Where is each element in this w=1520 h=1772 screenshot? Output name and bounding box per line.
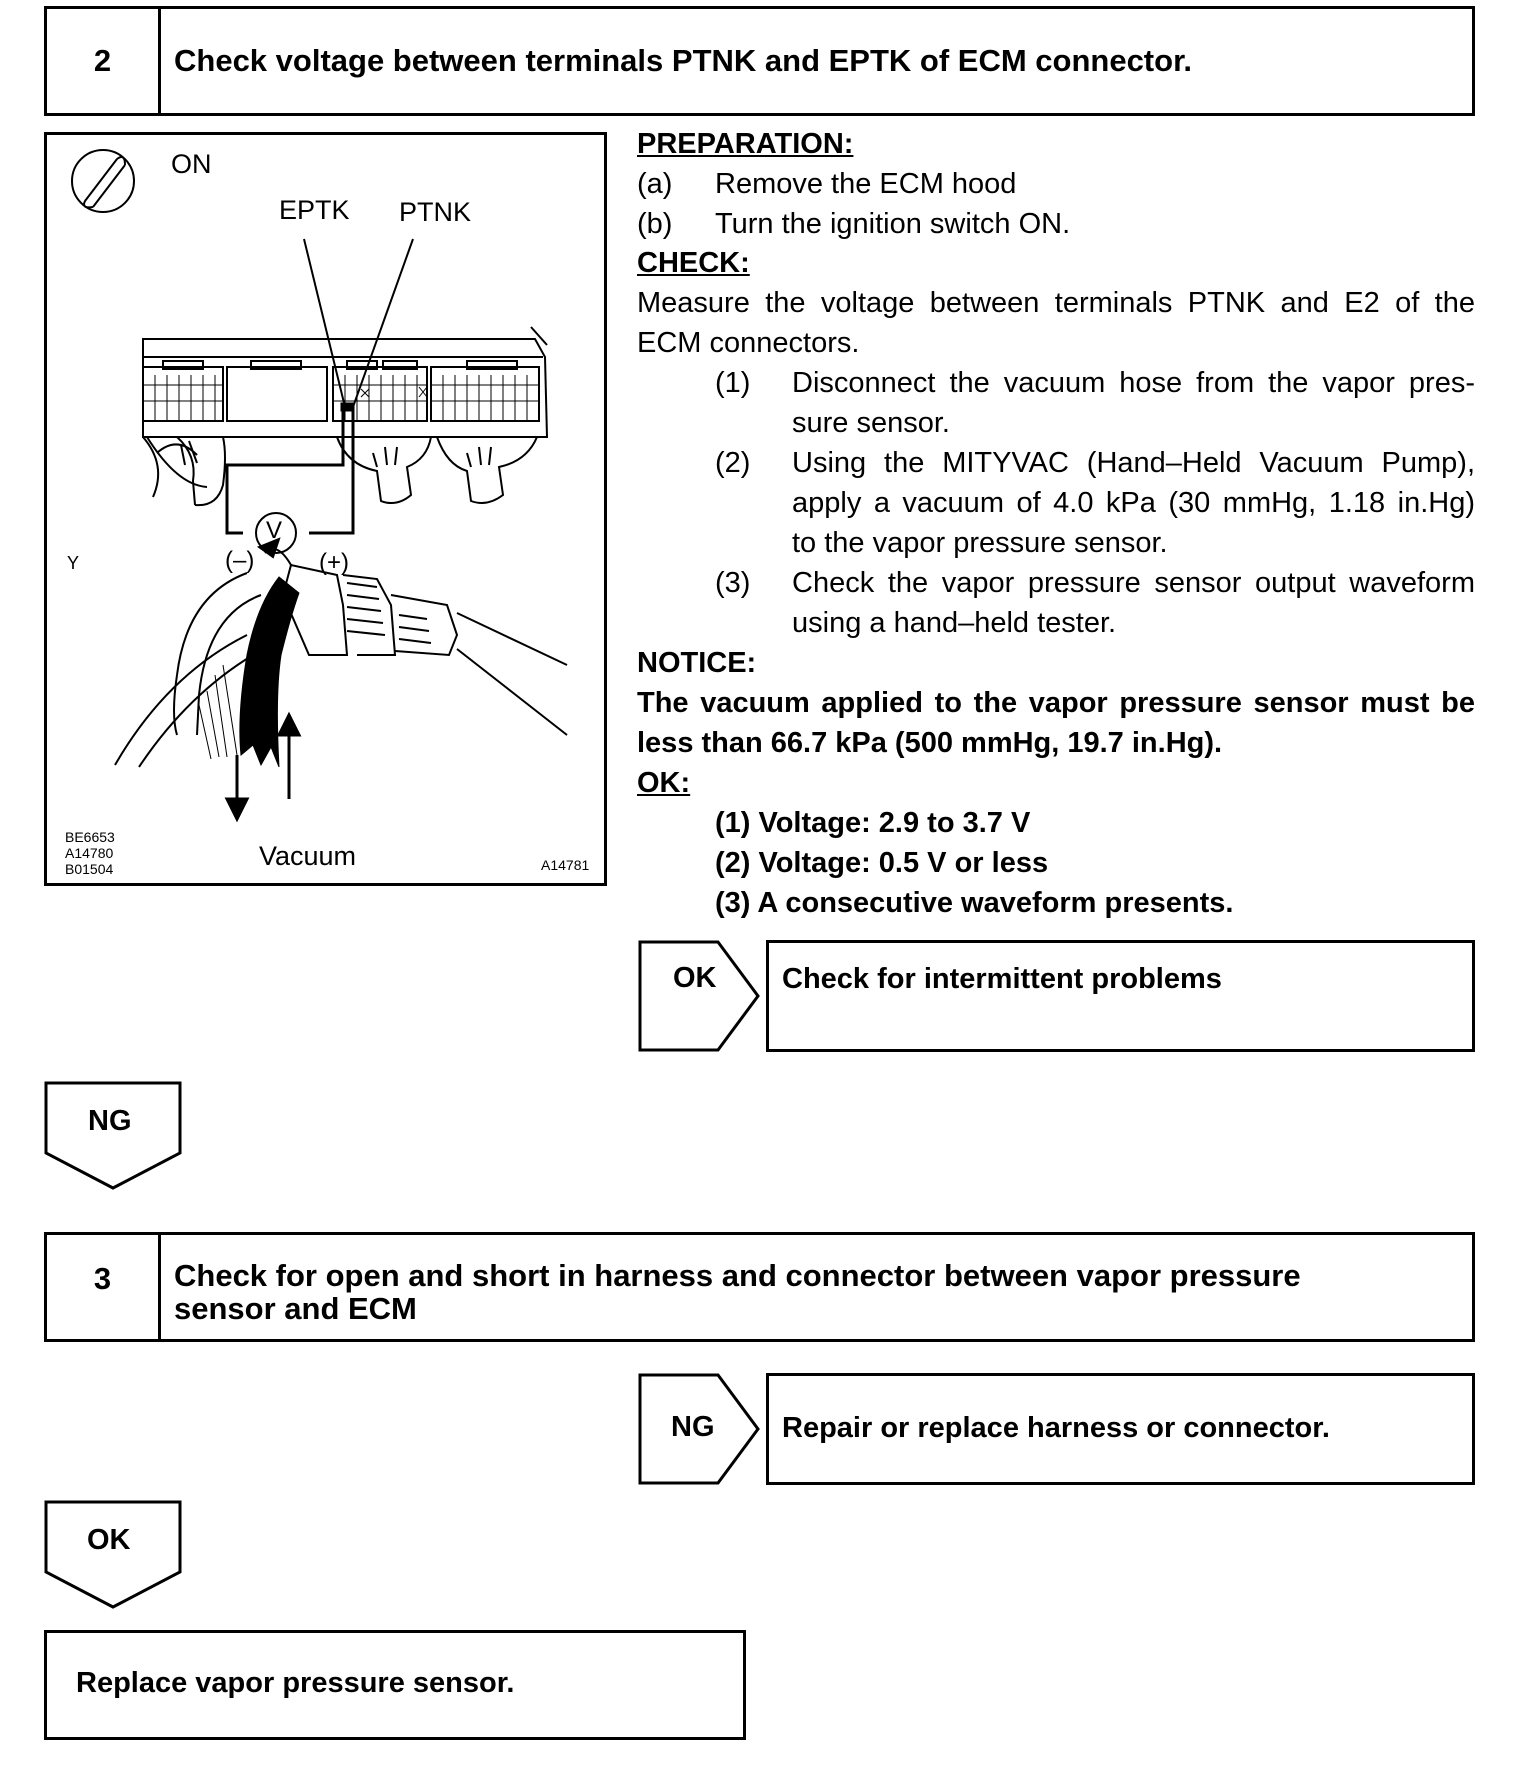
terminal-ptnk-label: PTNK [399,197,472,227]
ok-flow-label: OK [87,1524,131,1556]
figure-code-3: B01504 [65,861,114,877]
hose-hatching [198,664,238,760]
ok-heading: OK: [637,767,691,799]
ok-item-2: (2) Voltage: 0.5 V or less [715,847,1049,879]
ok-result-label: OK [673,962,717,994]
ok-result-action-box: Check for intermittent problems [766,940,1475,1052]
check-intro-line2: ECM connectors. [637,327,860,359]
figure-drawing [71,149,568,823]
terminal-eptk-label: EPTK [279,195,350,225]
notice-line1: The vacuum applied to the vapor pressure… [637,687,1475,719]
probe-minus-label: (–) [225,547,255,574]
prep-text-a: Remove the ECM hood [715,168,1017,200]
ok-flow-arrow: OK [44,1500,182,1610]
prep-marker-b: (b) [637,208,673,240]
check-step-3-line2: using a hand–held tester. [792,607,1117,639]
check-marker-3: (3) [715,567,751,599]
ng-result-label: NG [671,1411,715,1443]
vacuum-hose [239,576,300,768]
check-step-2-line3: to the vapor pressure sensor. [792,527,1168,559]
step-title: Check voltage between terminals PTNK and… [174,43,1193,78]
wiring-figure: ON EPTK PTNK V (–) (+) Y Vacuum BE6653 A… [44,132,607,886]
ok-item-1: (1) Voltage: 2.9 to 3.7 V [715,807,1031,839]
wire-harness [142,436,538,507]
prep-text-b: Turn the ignition switch ON. [715,208,1071,240]
figure-code-2: A14780 [65,845,114,861]
final-action-box: Replace vapor pressure sensor. [44,1630,746,1740]
check-marker-1: (1) [715,367,751,399]
ng-flow-arrow: NG [44,1081,182,1191]
final-action-text: Replace vapor pressure sensor. [76,1667,515,1699]
check-marker-2: (2) [715,447,751,479]
figure-code-main: A14781 [541,857,590,873]
ng-result-action: Repair or replace harness or connector. [782,1412,1330,1444]
preparation-heading: PREPARATION: [637,128,854,160]
ecm-connector [142,326,549,438]
y-label: Y [67,553,80,573]
ok-flow-arrow-shape [44,1500,182,1609]
check-step-1-line2: sure sensor. [792,407,950,439]
step-number: 2 [93,43,112,78]
check-step-2-line1: Using the MITYVAC (Hand–Held Vacuum Pump… [792,447,1475,479]
check-heading: CHECK: [637,247,750,279]
step-divider [158,9,161,113]
ignition-key-icon [71,149,135,213]
check-step-2-line2: apply a vacuum of 4.0 kPa (30 mmHg, 1.18… [792,487,1475,519]
vacuum-label: Vacuum [259,841,357,871]
step-title-line2: sensor and ECM [174,1291,417,1326]
probe-plus-label: (+) [319,549,349,576]
ok-arrow-shape [638,940,760,1052]
ok-result-arrow: OK [638,940,762,1052]
step-2-header: 2 Check voltage between terminals PTNK a… [44,6,1475,116]
prep-marker-a: (a) [637,168,673,200]
ng-result-action-box: Repair or replace harness or connector. [766,1373,1475,1485]
ng-result-arrow: NG [638,1373,762,1485]
ok-item-3: (3) A consecutive waveform presents. [715,887,1234,919]
notice-line2: less than 66.7 kPa (500 mmHg, 19.7 in.Hg… [637,727,1223,759]
step-3-header: 3 Check for open and short in harness an… [44,1232,1475,1342]
figure-code-1: BE6653 [65,829,115,845]
terminal-leaders [303,238,414,408]
check-intro-line1: Measure the voltage between terminals PT… [637,287,1475,319]
check-step-1-line1: Disconnect the vacuum hose from the vapo… [792,367,1475,399]
step-title-line1: Check for open and short in harness and … [174,1258,1301,1293]
pin-grid [143,375,539,421]
probe-wires [225,405,355,535]
ng-arrow-shape [44,1081,182,1190]
check-step-3-line1: Check the vapor pressure sensor output w… [792,567,1475,599]
ok-result-action: Check for intermittent problems [782,963,1222,995]
voltmeter-label: V [266,517,283,544]
vapor-pressure-sensor [114,537,568,768]
ng-flow-label: NG [88,1105,132,1137]
step-divider [158,1235,161,1339]
ng-result-arrow-shape [638,1373,760,1485]
vacuum-arrows [224,711,302,823]
voltmeter-icon [255,512,297,554]
notice-heading: NOTICE: [637,647,757,679]
step-number: 3 [93,1261,112,1296]
ignition-on-label: ON [171,149,212,179]
